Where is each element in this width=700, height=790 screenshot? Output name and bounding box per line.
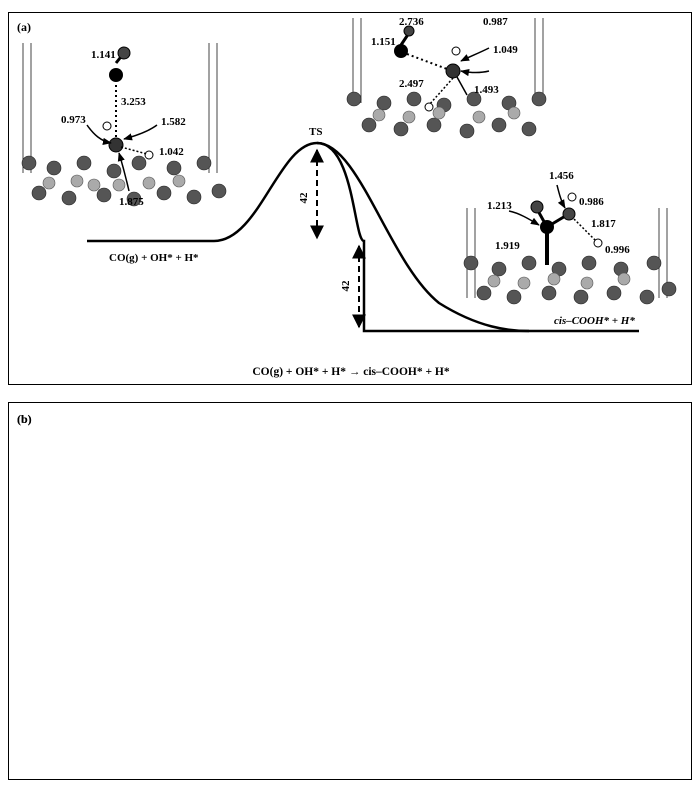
fs-distance: 0.986 xyxy=(579,196,604,208)
reaction-equation: CO(g) + OH* + H* → cis–COOH* + H* xyxy=(252,366,450,378)
is-distance: 1.042 xyxy=(159,146,184,158)
fs-distance: 1.817 xyxy=(591,218,616,230)
is-distance: 1.141 xyxy=(91,49,116,61)
initial-state-label: CO(g) + OH* + H* xyxy=(109,252,199,264)
ts-label: TS xyxy=(309,126,322,138)
panel-label: (a) xyxy=(17,20,31,34)
ts-distance: 1.493 xyxy=(474,84,499,96)
panel-b-render: (b) xyxy=(17,412,32,426)
panel-label: (b) xyxy=(17,412,32,426)
is-distance: 1.875 xyxy=(119,196,144,208)
ts-distance: 1.049 xyxy=(493,44,518,56)
is-distance: 1.582 xyxy=(161,116,186,128)
fs-distance: 1.456 xyxy=(549,170,574,182)
panel-a-diagram: (a) TS 42 42 CO(g) + OH* + H* cis–COOH* … xyxy=(17,16,677,378)
ts-distance: 1.151 xyxy=(371,36,396,48)
is-distance: 0.973 xyxy=(61,114,86,126)
ts-structure xyxy=(346,18,547,139)
fs-distance: 0.996 xyxy=(605,244,630,256)
is-distance: 3.253 xyxy=(121,96,146,108)
fs-distance: 1.919 xyxy=(495,240,520,252)
fs-distance: 1.213 xyxy=(487,200,512,212)
panel-label: (b) xyxy=(17,412,32,426)
panel-b: (b) xyxy=(8,402,692,780)
energy-profile-descent xyxy=(316,141,530,333)
ts-distance: 2.497 xyxy=(399,78,424,90)
ts-distance: 2.736 xyxy=(399,16,424,28)
fs-structure xyxy=(463,184,677,305)
ts-distance: 0.987 xyxy=(483,16,508,28)
panel-b-diagram: (b) xyxy=(17,412,32,426)
barrier-energy: 42 xyxy=(298,192,310,204)
is-structure xyxy=(21,43,227,207)
reaction-energy: 42 xyxy=(340,280,352,292)
panel-b-drawn-svg xyxy=(8,402,692,780)
panel-b-drawn xyxy=(8,402,692,780)
panel-a: (a) TS 42 42 CO(g) + OH* + H* cis–COOH* … xyxy=(8,12,692,385)
final-state-label: cis–COOH* + H* xyxy=(554,315,635,327)
